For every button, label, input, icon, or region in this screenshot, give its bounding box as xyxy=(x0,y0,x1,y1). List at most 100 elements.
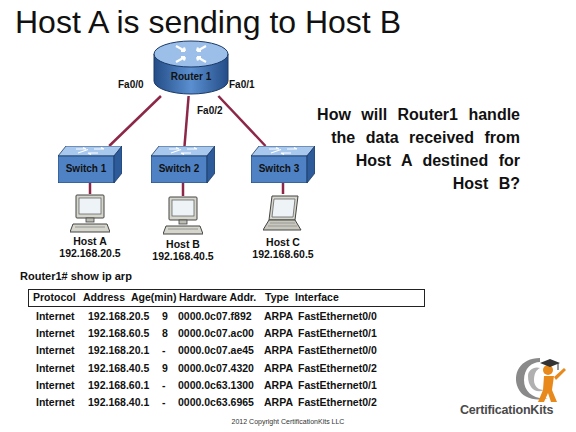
table-cell: ARPA xyxy=(264,396,293,408)
pc-symbol-part xyxy=(70,224,110,232)
table-cell: 192.168.60.1 xyxy=(88,379,149,391)
table-cell: 192.168.60.5 xyxy=(88,327,149,339)
laptop-symbol xyxy=(263,194,303,234)
table-cell: 192.168.40.5 xyxy=(88,362,149,374)
table-cell: 0000.0c07.4320 xyxy=(178,362,254,374)
pc-symbol-part xyxy=(172,200,194,216)
laptop-symbol-part xyxy=(268,223,297,226)
port-label: Fa0/1 xyxy=(229,79,255,90)
link-line xyxy=(89,183,92,194)
table-cell: FastEthernet0/0 xyxy=(298,310,377,322)
table-cell: FastEthernet0/2 xyxy=(298,396,377,408)
link-line xyxy=(109,96,161,146)
laptop-symbol-part xyxy=(263,220,301,230)
column-header: Protocol xyxy=(33,291,76,303)
pc-symbol-part xyxy=(169,197,197,220)
node-label: Host B xyxy=(143,238,223,250)
table-cell: Internet xyxy=(36,379,75,391)
node-label: Host A xyxy=(51,235,129,247)
router-node: Router 1 xyxy=(152,38,230,96)
table-cell: 9 xyxy=(162,310,168,322)
switch-symbol-part xyxy=(58,146,122,156)
column-header: Interface xyxy=(295,291,339,303)
logo-graphic-part xyxy=(528,367,544,391)
router-symbol-part xyxy=(197,46,206,51)
table-cell: FastEthernet0/2 xyxy=(298,362,377,374)
node-label: Host C xyxy=(243,236,323,248)
node-label: Switch 3 xyxy=(251,163,307,174)
table-cell: ARPA xyxy=(264,310,293,322)
table-cell: ARPA xyxy=(264,344,293,356)
link-line xyxy=(218,96,265,146)
switch-symbol-part xyxy=(114,146,122,183)
logo-text: CertificationKits xyxy=(460,403,553,417)
table-header-box: ProtocolAddressAge(min)Hardware Addr.Typ… xyxy=(28,289,425,307)
switch-symbol-part xyxy=(151,156,207,183)
switch-symbol-part xyxy=(169,148,197,155)
table-cell: ARPA xyxy=(264,379,293,391)
logo-graphic-part xyxy=(540,359,560,367)
table-cell: Internet xyxy=(36,344,75,356)
table-cell: ARPA xyxy=(264,327,293,339)
table-cell: - xyxy=(162,379,166,391)
copyright-note: 2012 Copyright CertificationKits LLC xyxy=(0,418,576,425)
node-label: Router 1 xyxy=(152,71,230,82)
node-label: 192.168.60.5 xyxy=(243,248,323,260)
switch-symbol-part xyxy=(269,148,297,155)
router-symbol-part xyxy=(176,46,185,51)
table-cell: 8 xyxy=(162,327,168,339)
column-header: Type xyxy=(265,291,289,303)
table-cell: 192.168.20.5 xyxy=(88,310,149,322)
router-symbol-part xyxy=(197,57,206,62)
router-symbol-part xyxy=(176,57,185,62)
slide-title: Host A is sending to Host B xyxy=(15,4,401,41)
table-cell: 9 xyxy=(162,362,168,374)
node-label: Switch 1 xyxy=(58,163,114,174)
table-cell: 0000.0c07.f892 xyxy=(178,310,252,322)
pc-symbol-part xyxy=(79,198,101,214)
host-node: Host C192.168.60.5 xyxy=(243,194,323,260)
table-cell: - xyxy=(162,344,166,356)
table-cell: FastEthernet0/1 xyxy=(298,327,377,339)
column-header: Hardware Addr. xyxy=(179,291,256,303)
table-cell: FastEthernet0/1 xyxy=(298,379,377,391)
table-cell: 192.168.20.1 xyxy=(88,344,149,356)
pc-symbol-part xyxy=(179,220,187,224)
node-label: Switch 2 xyxy=(151,163,207,174)
table-cell: Internet xyxy=(36,362,75,374)
host-node: Host B192.168.40.5 xyxy=(143,196,223,262)
table-cell: ARPA xyxy=(264,362,293,374)
table-cell: FastEthernet0/0 xyxy=(298,344,377,356)
link-line xyxy=(282,183,285,194)
pc-symbol-part xyxy=(86,218,94,222)
switch-symbol-part xyxy=(207,146,215,183)
host-node: Host A192.168.20.5 xyxy=(51,194,129,260)
laptop-symbol-part xyxy=(272,199,295,217)
switch-symbol-part xyxy=(76,148,104,155)
router-symbol xyxy=(152,38,230,96)
logo-graphic-part xyxy=(554,368,566,380)
table-cell: - xyxy=(162,396,166,408)
link-line xyxy=(182,183,185,196)
pc-symbol-part xyxy=(75,227,105,228)
switch-node: Switch 2 xyxy=(151,146,215,183)
switch-symbol-part xyxy=(58,156,114,183)
port-label: Fa0/2 xyxy=(197,105,223,116)
switch-symbol-part xyxy=(151,146,215,156)
port-label: Fa0/0 xyxy=(118,79,144,90)
pc-symbol xyxy=(70,194,110,234)
logo-graphic-part xyxy=(543,365,553,375)
node-label: 192.168.40.5 xyxy=(143,250,223,262)
logo-graphic-part xyxy=(558,363,559,370)
pc-symbol-part xyxy=(76,195,104,218)
question-text: How will Router1 handle the data receive… xyxy=(313,103,520,195)
pc-symbol xyxy=(163,196,203,236)
table-cell: Internet xyxy=(36,396,75,408)
pc-symbol-part xyxy=(163,226,203,234)
switch-node: Switch 3 xyxy=(251,146,315,183)
logo-graphic-part xyxy=(538,376,557,402)
table-cell: 192.168.40.1 xyxy=(88,396,149,408)
table-cell: 0000.0c07.ac00 xyxy=(178,327,254,339)
link-line xyxy=(185,96,189,146)
